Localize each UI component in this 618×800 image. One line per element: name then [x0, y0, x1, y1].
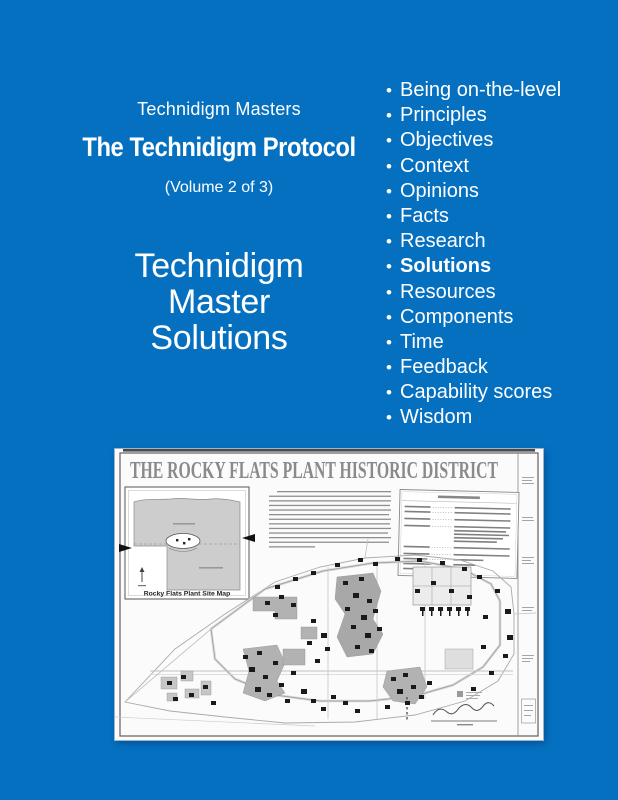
bullet-icon: • [386, 232, 392, 252]
inset-site-map: Rocky Flats Plant Site Map [119, 486, 255, 600]
bullet-label: Being on-the-level [400, 79, 562, 101]
bullet-label: Objectives [400, 129, 494, 152]
bullet-label: Time [400, 330, 444, 353]
map-title: THE ROCKY FLATS PLANT HISTORIC DISTRICT [130, 458, 498, 484]
list-item: • Being on-the-level [386, 79, 611, 104]
bullet-icon: • [386, 332, 392, 352]
list-item: • Components [386, 306, 611, 331]
site-plan [115, 538, 537, 727]
inset-map-caption: Rocky Flats Plant Site Map [144, 591, 231, 598]
bullet-icon: • [386, 106, 392, 126]
bullet-label: Context [400, 154, 469, 177]
map-margin-strip [521, 477, 536, 724]
volume-label: (Volume 2 of 3) [164, 179, 274, 196]
list-item: • Objectives [386, 129, 611, 154]
book-title: The Technidigm Protocol [82, 132, 356, 162]
bullet-label: Research [400, 230, 486, 253]
map-paragraph-text [269, 491, 391, 548]
list-item: • Solutions [386, 255, 611, 280]
subtitle-line: Technidigm [134, 247, 304, 285]
list-item: • Feedback [386, 356, 611, 381]
subtitle-line: Master [167, 283, 271, 321]
east-grid-buildings [412, 566, 472, 606]
bullet-icon: • [386, 307, 392, 327]
topics-list: • Being on-the-level • Principles • Objecti… [386, 79, 611, 432]
bullet-icon: • [386, 131, 392, 151]
bullet-icon: • [386, 358, 392, 378]
list-item: • Principles [386, 104, 611, 129]
list-item: • Wisdom [386, 406, 611, 431]
list-item: • Context [386, 155, 611, 180]
subtitle-heading: Technidigm Master Solutions [38, 248, 400, 356]
bullet-label: Solutions [400, 255, 492, 278]
bullet-icon: • [386, 282, 392, 302]
bullet-label: Feedback [400, 356, 488, 379]
bullet-label: Principles [400, 104, 487, 127]
subtitle-line: Solutions [150, 319, 288, 357]
bullet-label: Resources [400, 280, 496, 303]
bullet-label: Opinions [400, 179, 479, 202]
series-title: Technidigm Masters [137, 99, 301, 119]
building-guide-legend [397, 489, 520, 579]
list-item: • Time [386, 331, 611, 356]
bullet-icon: • [386, 156, 392, 176]
historic-district-map-image: THE ROCKY FLATS PLANT HISTORIC DISTRICT … [115, 449, 543, 740]
bullet-label: Wisdom [400, 406, 473, 429]
list-item: • Opinions [386, 180, 611, 205]
bullet-icon: • [386, 181, 392, 201]
agency-logo [457, 691, 482, 699]
list-item: • Capability scores [386, 381, 611, 406]
bullet-label: Facts [400, 204, 449, 227]
list-item: • Facts [386, 205, 611, 230]
list-item: • Research [386, 230, 611, 255]
bullet-icon: • [386, 206, 392, 226]
signature [431, 702, 497, 726]
bullet-icon: • [386, 257, 392, 277]
bullet-icon: • [386, 408, 392, 428]
bullet-icon: • [386, 383, 392, 403]
title-block: Technidigm Masters The Technidigm Protoc… [38, 98, 400, 356]
bullet-label: Components [400, 305, 514, 328]
bullet-icon: • [386, 81, 392, 100]
historic-building-markers [167, 557, 513, 713]
bullet-label: Capability scores [400, 381, 553, 404]
list-item: • Resources [386, 281, 611, 306]
